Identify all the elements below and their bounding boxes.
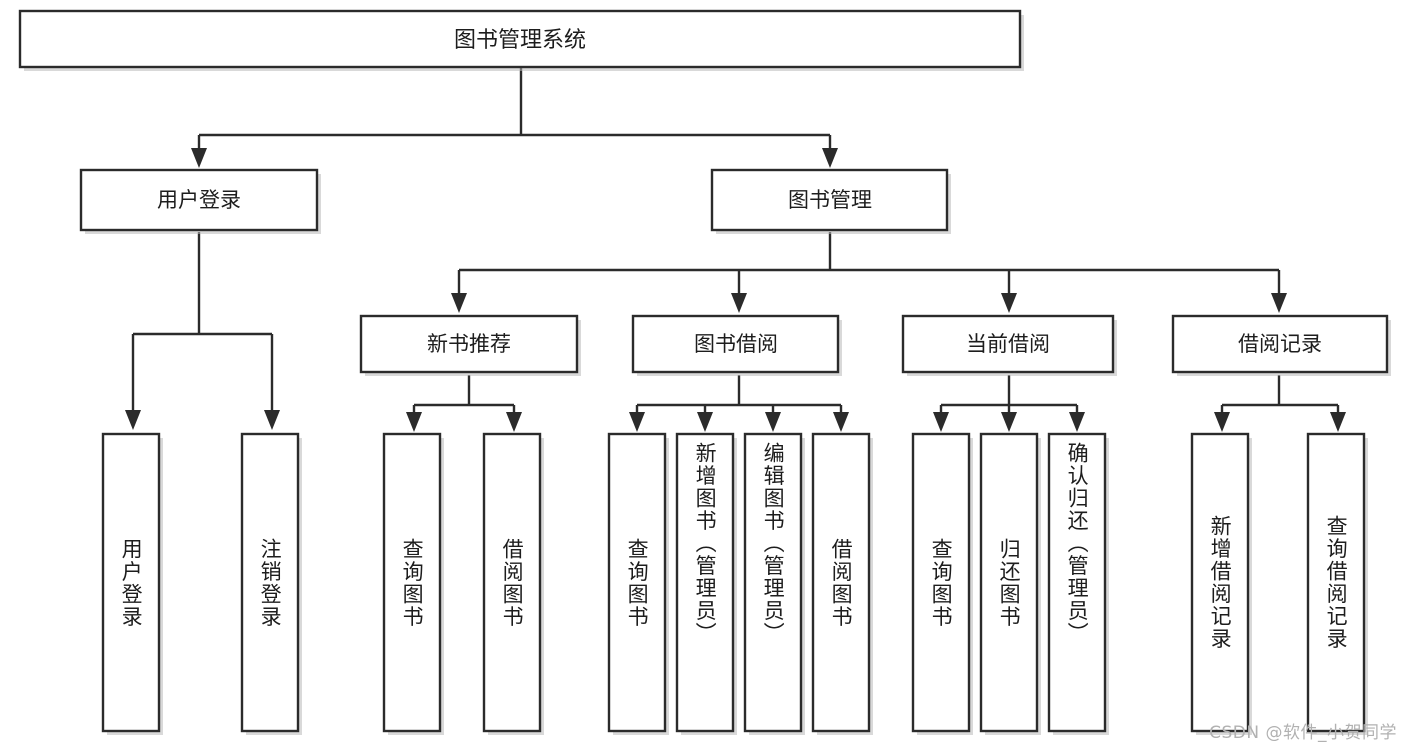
- arrow-to-user-login: [191, 148, 207, 168]
- node-book-management[interactable]: 图书管理: [710, 168, 951, 234]
- arrow-to-leaf-logout-login: [264, 410, 280, 430]
- node-leaf-user-login[interactable]: [101, 432, 163, 735]
- node-book-borrow-box[interactable]: [631, 314, 840, 374]
- arrow-to-leaf-edit-book: [765, 412, 781, 432]
- node-current-borrow[interactable]: 当前借阅: [901, 314, 1117, 376]
- arrow-to-book-management: [822, 148, 838, 168]
- node-leaf-query-book-3-box[interactable]: [911, 432, 971, 733]
- arrow-to-borrow-record: [1271, 293, 1287, 313]
- arrow-to-leaf-return-book: [1001, 412, 1017, 432]
- node-book-borrow[interactable]: 图书借阅: [631, 314, 842, 376]
- arrow-to-leaf-add-record: [1214, 412, 1230, 432]
- node-leaf-query-record[interactable]: [1306, 432, 1368, 735]
- node-book-borrow-label: 图书借阅: [694, 332, 778, 356]
- node-root-box[interactable]: [18, 9, 1022, 69]
- arrow-to-leaf-borrow-book-1: [506, 412, 522, 432]
- arrow-to-new-book-recommend: [451, 293, 467, 313]
- node-leaf-borrow-book-1[interactable]: [482, 432, 544, 735]
- node-current-borrow-box[interactable]: [901, 314, 1115, 374]
- arrow-to-leaf-user-login: [125, 410, 141, 430]
- node-new-book-recommend-label: 新书推荐: [427, 332, 511, 356]
- node-leaf-borrow-book-2-box[interactable]: [811, 432, 871, 733]
- node-root[interactable]: 图书管理系统: [18, 9, 1024, 71]
- node-leaf-logout-login[interactable]: [240, 432, 302, 735]
- arrow-to-leaf-confirm-return: [1069, 412, 1085, 432]
- arrow-to-leaf-borrow-book-2: [833, 412, 849, 432]
- node-leaf-query-record-box[interactable]: [1306, 432, 1366, 733]
- node-new-book-recommend[interactable]: 新书推荐: [359, 314, 581, 376]
- node-layer: 图书管理系统 用户登录 图书管理 新书推荐 图书: [18, 9, 1391, 735]
- node-new-book-recommend-box[interactable]: [359, 314, 579, 374]
- node-leaf-borrow-book-2[interactable]: [811, 432, 873, 735]
- node-leaf-query-book-2-box[interactable]: [607, 432, 667, 733]
- node-leaf-user-login-box[interactable]: [101, 432, 161, 733]
- arrow-to-leaf-query-book-1: [406, 412, 422, 432]
- node-leaf-query-book-3[interactable]: [911, 432, 973, 735]
- arrow-to-book-borrow: [731, 293, 747, 313]
- arrow-to-current-borrow: [1001, 293, 1017, 313]
- node-leaf-edit-book[interactable]: [743, 432, 805, 735]
- node-leaf-confirm-return[interactable]: [1047, 432, 1109, 735]
- node-leaf-query-book-1-box[interactable]: [382, 432, 442, 733]
- node-leaf-add-book-box[interactable]: [675, 432, 735, 733]
- node-leaf-logout-login-box[interactable]: [240, 432, 300, 733]
- node-leaf-return-book-box[interactable]: [979, 432, 1039, 733]
- watermark-text: CSDN @软件_小贺同学: [1209, 723, 1397, 743]
- arrow-to-leaf-query-record: [1330, 412, 1346, 432]
- node-leaf-query-book-1[interactable]: [382, 432, 444, 735]
- node-user-login-box[interactable]: [79, 168, 319, 232]
- node-current-borrow-label: 当前借阅: [966, 332, 1050, 356]
- node-leaf-add-record[interactable]: [1190, 432, 1252, 735]
- node-leaf-edit-book-box[interactable]: [743, 432, 803, 733]
- node-leaf-borrow-book-1-box[interactable]: [482, 432, 542, 733]
- node-borrow-record-box[interactable]: [1171, 314, 1389, 374]
- node-user-login[interactable]: 用户登录: [79, 168, 321, 234]
- node-leaf-return-book[interactable]: [979, 432, 1041, 735]
- node-leaf-add-record-box[interactable]: [1190, 432, 1250, 733]
- node-root-label: 图书管理系统: [454, 28, 586, 53]
- node-leaf-confirm-return-box[interactable]: [1047, 432, 1107, 733]
- node-borrow-record[interactable]: 借阅记录: [1171, 314, 1391, 376]
- arrow-to-leaf-query-book-3: [933, 412, 949, 432]
- node-leaf-query-book-2[interactable]: [607, 432, 669, 735]
- node-user-login-label: 用户登录: [157, 188, 241, 212]
- node-book-management-box[interactable]: [710, 168, 949, 232]
- node-borrow-record-label: 借阅记录: [1238, 332, 1322, 356]
- arrow-to-leaf-query-book-2: [629, 412, 645, 432]
- arrow-to-leaf-add-book: [697, 412, 713, 432]
- node-leaf-add-book[interactable]: [675, 432, 737, 735]
- node-book-management-label: 图书管理: [788, 188, 872, 212]
